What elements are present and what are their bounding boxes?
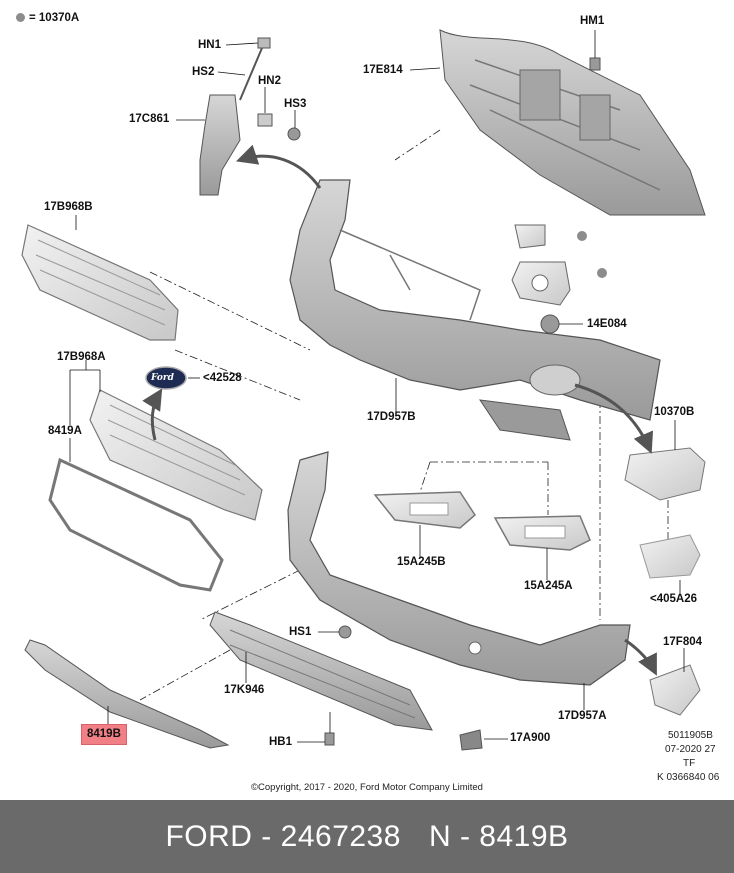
leader-lines [69, 42, 685, 743]
label-17d957b: 17D957B [367, 411, 416, 423]
label-10370b: 10370B [654, 406, 695, 418]
footer-part-number: N - 8419B [428, 819, 569, 853]
meta-line1: 5011905B [668, 730, 713, 741]
bumper-cover-lower-part [287, 451, 631, 686]
ford-badge-text: Ford [151, 373, 174, 383]
assembly-arrows [142, 144, 657, 676]
grille-17b968b-part [21, 224, 179, 341]
grille-17b968a-part [89, 389, 263, 521]
clip-hm1-part [589, 30, 601, 71]
label-8419b-highlighted: 8419B [81, 724, 127, 745]
label-hs3: HS3 [284, 98, 307, 110]
label-hs2: HS2 [192, 66, 215, 78]
label-15a245b: 15A245B [397, 556, 446, 568]
parts-diagram: = 10370A HN1 HS2 HN2 HS3 17C861 HM1 17E8… [16, 12, 720, 793]
grille-surround-8419a-part [48, 457, 224, 592]
label-17d957a: 17D957A [558, 710, 607, 722]
copyright-notice: ©Copyright, 2017 - 2020, Ford Motor Comp… [251, 782, 483, 793]
upper-reinforcement-part [439, 29, 706, 216]
label-405a26: <405A26 [650, 593, 697, 605]
meta-line4: K 0366840 06 [657, 772, 720, 783]
label-hs1: HS1 [289, 626, 312, 638]
part-number-banner: FORD - 2467238 N - 8419B [0, 800, 734, 873]
ford-badge-part [145, 366, 187, 390]
diagram-drawing [21, 29, 706, 751]
label-17k946: 17K946 [224, 684, 265, 696]
bracket-17c861-part [199, 37, 301, 196]
label-17b968a: 17B968A [57, 351, 106, 363]
label-14e084: 14E084 [587, 318, 627, 330]
label-8419a: 8419A [48, 425, 82, 437]
label-17e814: 17E814 [363, 64, 403, 76]
lower-grille-17k946-part [209, 611, 433, 731]
label-hn2: HN2 [258, 75, 282, 87]
tow-cover-parts [624, 447, 706, 579]
lower-strip-8419b-part [24, 639, 230, 749]
meta-line2: 07-2020 27 [665, 744, 716, 755]
label-15a245a: 15A245A [524, 580, 573, 592]
label-hn1: HN1 [198, 39, 222, 51]
label-17c861: 17C861 [129, 113, 170, 125]
label-hm1: HM1 [580, 15, 605, 27]
fastener-parts [324, 625, 701, 751]
fog-lamp-bracket-part [511, 224, 607, 334]
label-17b968b: 17B968B [44, 201, 93, 213]
legend-dot-icon [16, 13, 25, 23]
bumper-cover-upper-part [289, 179, 661, 441]
legend-text: = 10370A [29, 12, 80, 24]
construction-lines [139, 129, 669, 701]
label-hb1: HB1 [269, 736, 293, 748]
legend: = 10370A [16, 12, 79, 25]
label-17a900: 17A900 [510, 732, 551, 744]
footer-brand-number: FORD - 2467238 [165, 819, 401, 853]
meta-line3: TF [683, 758, 696, 769]
lamp-bezel-parts [373, 491, 591, 551]
label-17f804: 17F804 [663, 636, 703, 648]
label-42528: <42528 [203, 372, 242, 384]
